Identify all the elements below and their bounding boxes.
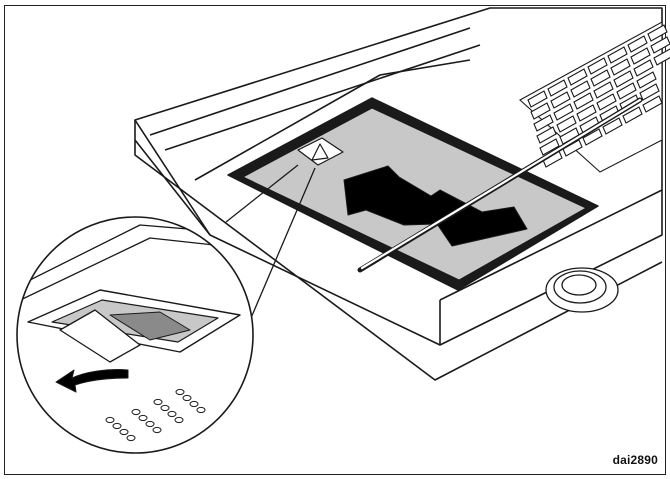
laptop-front-edge-inner [134,139,211,236]
grille-dot [196,406,206,414]
grille-dot [174,416,184,424]
keyboard-key [627,35,648,53]
grille-dot [153,398,163,406]
grille-dot [138,414,148,422]
keyboard-key [607,46,628,64]
speaker-grille [105,388,206,442]
side-edge-2 [439,189,663,301]
hinge-ridge [194,59,471,181]
keyboard-key [596,93,617,111]
keyboard-key [616,82,637,100]
grille-dot [126,434,136,442]
grille-dot [189,400,199,408]
keyboard-key [570,80,591,98]
figure-id-label: dai2890 [612,453,658,467]
keyboard-key [593,81,614,99]
keyboard-key [630,47,651,65]
keyboard-key [536,126,557,144]
laptop-front-edge [134,120,663,381]
keyboard-key [613,70,634,88]
touchpad-assembly [227,97,643,291]
grille-dot [119,428,129,436]
keyboard-key [567,68,588,86]
grille-dot [167,410,177,418]
keyboard-key [576,104,597,122]
keyboard-key [653,48,670,66]
grille-dot [152,426,162,434]
keyboard-key [642,95,663,113]
grille-dot [175,388,185,396]
keyboard-key [622,106,643,124]
callout-latch-slot [109,311,191,341]
keyboard-key [530,102,551,120]
keyboard-key [647,24,668,42]
keyboard-key [553,103,574,121]
keyboard-key [636,71,657,89]
grille-dot [112,422,122,430]
keyboard-key [590,69,611,87]
keyboard-key [533,114,554,132]
callout-connector [225,164,316,326]
keyboard-key [650,36,670,54]
grille-dot [145,420,155,428]
keyboard [519,21,670,173]
keyboard-key [633,59,654,77]
keyboard-key [556,115,577,133]
grille-dot [160,404,170,412]
laptop-bevel-line-2 [164,44,481,151]
keyboard-key [573,92,594,110]
keyboard-keys [527,24,670,168]
keyboard-key [602,117,623,135]
callout-arrow-icon [55,369,129,393]
keyboard-key [610,58,631,76]
callout-latch [59,309,141,363]
warning-triangle-icon [311,143,329,161]
round-button [545,267,619,313]
grille-dot [131,408,141,416]
keyboard-key [582,128,603,146]
grille-dot [105,416,115,424]
laptop-bevel-line [149,27,471,136]
keyboard-key [639,83,660,101]
detail-callout [16,216,254,454]
grille-dot [182,394,192,402]
keyboard-key [587,57,608,75]
keyboard-key [527,90,548,108]
keyboard-key [550,91,571,109]
keyboard-key [539,138,560,156]
keyboard-key [547,79,568,97]
stylus-highlight [360,98,642,270]
